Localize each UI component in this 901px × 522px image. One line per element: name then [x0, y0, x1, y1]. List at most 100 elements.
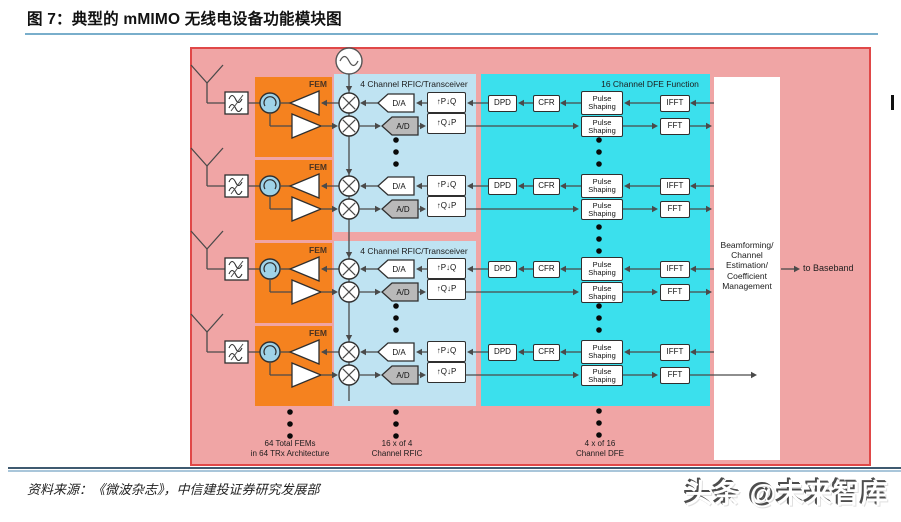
ellipsis-dot	[287, 433, 293, 439]
arrowhead-icon	[690, 348, 696, 356]
arrowhead-icon	[375, 122, 381, 130]
upconverter-block: ↑P↓Q	[427, 92, 466, 113]
circulator-icon	[259, 258, 281, 280]
cfr-block: CFR	[533, 94, 560, 112]
arrowhead-icon	[624, 99, 630, 107]
upconverter-block: ↑P↓Q	[427, 258, 466, 279]
fft-block: FFT	[660, 366, 690, 384]
ellipsis-dot	[596, 137, 602, 143]
ellipsis-dot	[596, 408, 602, 414]
ellipsis-dot	[393, 327, 399, 333]
footnote-text: in 64 TRx Architecture	[250, 449, 330, 458]
footnote-text: 4 x of 16	[584, 439, 616, 448]
circulator-icon	[259, 92, 281, 114]
arrowhead-icon	[416, 182, 422, 190]
arrowhead-icon	[560, 348, 566, 356]
arrowhead-icon	[420, 371, 426, 379]
arrowhead-icon	[690, 182, 696, 190]
arrowhead-icon	[652, 288, 658, 296]
arrowhead-icon	[573, 371, 579, 379]
pulse-shaping-rx-block: Pulse Shaping	[581, 199, 623, 220]
circulator-arrow-icon	[263, 96, 277, 107]
ellipsis-dot	[287, 421, 293, 427]
ellipsis-dot	[596, 303, 602, 309]
pa-amplifier-icon	[288, 173, 320, 199]
beamforming-line: Channel	[731, 250, 763, 261]
arrowhead-icon	[416, 265, 422, 273]
arrowhead-icon	[652, 122, 658, 130]
circulator-icon	[259, 341, 281, 363]
fem-label: FEM	[309, 79, 327, 89]
ellipsis-dot	[596, 236, 602, 242]
filter-wave-icon	[228, 352, 243, 362]
arrowhead-icon	[624, 348, 630, 356]
ifft-block: IFFT	[660, 177, 690, 195]
filter-wave-icon	[228, 260, 243, 270]
ad-label: A/D	[396, 370, 410, 380]
footnote-dfe: 4 x of 16 Channel DFE	[550, 439, 650, 459]
arrowhead-icon	[416, 348, 422, 356]
beamforming-line: Management	[722, 280, 772, 291]
arrowhead-icon	[332, 288, 338, 296]
arrowhead-icon	[573, 205, 579, 213]
adc-pentagon	[381, 365, 419, 385]
arrowhead-icon	[420, 205, 426, 213]
arrowhead-icon	[518, 182, 524, 190]
source-note: 资料来源：《微波杂志》，中信建投证券研究发展部	[27, 482, 320, 497]
da-label: D/A	[392, 98, 406, 108]
arrowhead-icon	[420, 288, 426, 296]
ellipsis-dot	[393, 149, 399, 155]
arrowhead-icon	[518, 265, 524, 273]
beamforming-block	[714, 77, 780, 460]
ellipsis-dot	[596, 161, 602, 167]
ellipsis-dot	[596, 420, 602, 426]
ellipsis-dot	[287, 409, 293, 415]
arrowhead-icon	[345, 335, 353, 341]
figure-title: 图 7：典型的 mMIMO 无线电设备功能模块图	[27, 11, 342, 28]
downconverter-block: ↑Q↓P	[427, 362, 466, 383]
arrowhead-icon	[332, 371, 338, 379]
ifft-block: IFFT	[660, 260, 690, 278]
arrowhead-icon	[624, 265, 630, 273]
upconverter-block: ↑P↓Q	[427, 175, 466, 196]
fem-label: FEM	[309, 328, 327, 338]
fft-block: FFT	[660, 117, 690, 135]
circulator-arrow-icon	[263, 345, 277, 356]
arrowhead-icon	[652, 371, 658, 379]
arrowhead-icon	[375, 288, 381, 296]
arrowhead-icon	[345, 169, 353, 175]
ad-label: A/D	[396, 287, 410, 297]
sine-wave-icon	[339, 55, 359, 67]
arrowhead-icon	[321, 348, 327, 356]
arrowhead-icon	[751, 371, 757, 379]
ellipsis-dot	[596, 315, 602, 321]
ellipsis-dot	[393, 137, 399, 143]
arrowhead-icon	[624, 182, 630, 190]
arrowhead-icon	[652, 205, 658, 213]
downconverter-block: ↑Q↓P	[427, 113, 466, 134]
dfe-title: 16 Channel DFE Function	[601, 79, 699, 89]
fem-label: FEM	[309, 162, 327, 172]
filter-wave-icon	[228, 269, 243, 279]
arrowhead-icon	[345, 252, 353, 258]
arrowhead-icon	[321, 99, 327, 107]
pulse-shaping-tx-block: Pulse Shaping	[581, 174, 623, 198]
pa-amplifier-icon	[288, 90, 320, 116]
footnote-text: Channel RFIC	[371, 449, 423, 458]
pulse-shaping-rx-block: Pulse Shaping	[581, 365, 623, 386]
upconverter-block: ↑P↓Q	[427, 341, 466, 362]
dac-pentagon	[377, 176, 415, 196]
ellipsis-dot	[393, 409, 399, 415]
filter-wave-icon	[228, 94, 243, 104]
da-label: D/A	[392, 264, 406, 274]
arrowhead-icon	[560, 265, 566, 273]
ellipsis-dot	[393, 433, 399, 439]
filter-wave-icon	[228, 177, 243, 187]
beamforming-label: Beamforming/ Channel Estimation/ Coeffic…	[712, 240, 782, 291]
ellipsis-dot	[596, 432, 602, 438]
arrowhead-icon	[573, 122, 579, 130]
lna-amplifier-icon	[291, 362, 323, 388]
fft-block: FFT	[660, 283, 690, 301]
